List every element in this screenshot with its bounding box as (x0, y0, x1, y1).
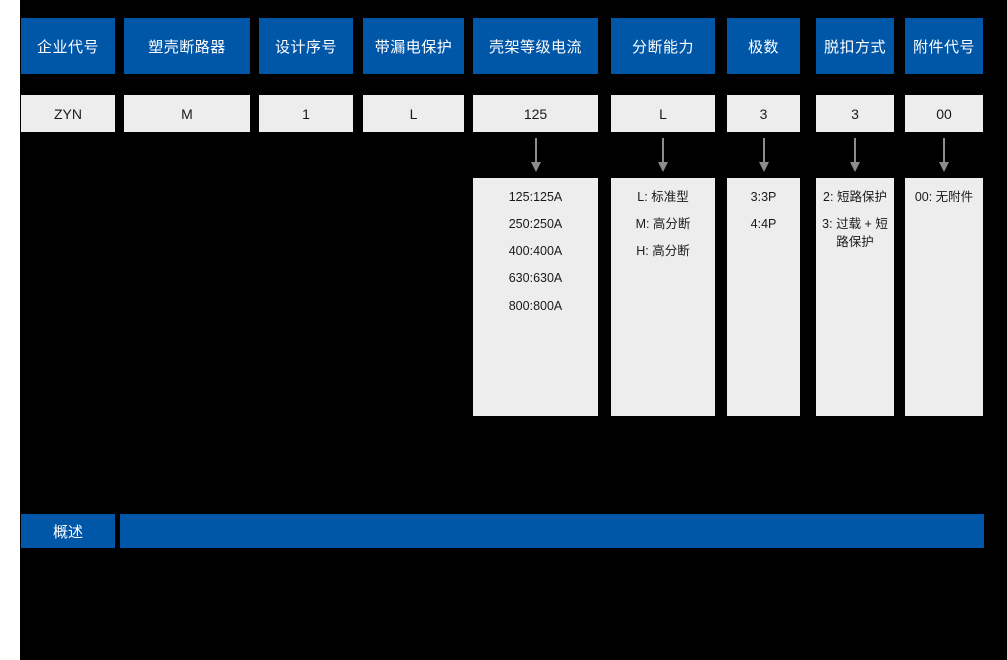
option-item: 125:125A (508, 190, 563, 204)
value-design-serial: 1 (259, 95, 353, 132)
option-item: 250:250A (508, 217, 563, 232)
option-item: 400:400A (508, 244, 563, 259)
header-design-serial: 设计序号 (259, 18, 353, 74)
option-item: 3: 过载 + 短路保护 (822, 217, 888, 250)
diagram-canvas: 企业代号 ZYN 塑壳断路器 M 设计序号 1 带漏电保护 L 壳架等级电流 1… (20, 0, 1007, 660)
options-panel-accessory-code: 00: 无附件 (905, 178, 983, 416)
value-tripping-mode: 3 (816, 95, 894, 132)
value-breaking-capacity: L (611, 95, 715, 132)
arrow-down-icon-accessory-code (937, 138, 951, 179)
option-item: 800:800A (508, 298, 563, 313)
footer-section-label: 概述 (21, 514, 115, 548)
header-moulded-case-breaker: 塑壳断路器 (124, 18, 250, 74)
arrow-down-icon-breaking-capacity (656, 138, 670, 179)
header-earth-leakage-protection: 带漏电保护 (363, 18, 464, 74)
header-pole-number: 极数 (727, 18, 800, 74)
option-item: H: 高分断 (636, 244, 690, 259)
value-pole-number: 3 (727, 95, 800, 132)
option-item: 3:3P (750, 190, 777, 204)
header-enterprise-code: 企业代号 (21, 18, 115, 74)
options-panel-frame-rated-current: 125:125A 250:250A 400:400A 630:630A 800:… (473, 178, 598, 416)
options-panel-pole-number: 3:3P 4:4P (727, 178, 800, 416)
option-item: 4:4P (750, 217, 777, 232)
option-item: L: 标准型 (637, 190, 689, 204)
value-earth-leakage-protection: L (363, 95, 464, 132)
header-accessory-code: 附件代号 (905, 18, 983, 74)
footer-accent-bar (120, 514, 984, 548)
option-item: 00: 无附件 (914, 190, 974, 204)
header-frame-rated-current: 壳架等级电流 (473, 18, 598, 74)
value-accessory-code: 00 (905, 95, 983, 132)
value-enterprise-code: ZYN (21, 95, 115, 132)
option-item: M: 高分断 (635, 217, 691, 232)
options-panel-tripping-mode: 2: 短路保护 3: 过载 + 短路保护 (816, 178, 894, 416)
options-panel-breaking-capacity: L: 标准型 M: 高分断 H: 高分断 (611, 178, 715, 416)
value-moulded-case-breaker: M (124, 95, 250, 132)
value-frame-rated-current: 125 (473, 95, 598, 132)
header-breaking-capacity: 分断能力 (611, 18, 715, 74)
arrow-down-icon-tripping-mode (848, 138, 862, 179)
arrow-down-icon-pole-number (757, 138, 771, 179)
arrow-down-icon-frame-rated-current (529, 138, 543, 179)
option-item: 630:630A (508, 271, 563, 286)
option-item: 2: 短路保护 (823, 190, 887, 204)
header-tripping-mode: 脱扣方式 (816, 18, 894, 74)
